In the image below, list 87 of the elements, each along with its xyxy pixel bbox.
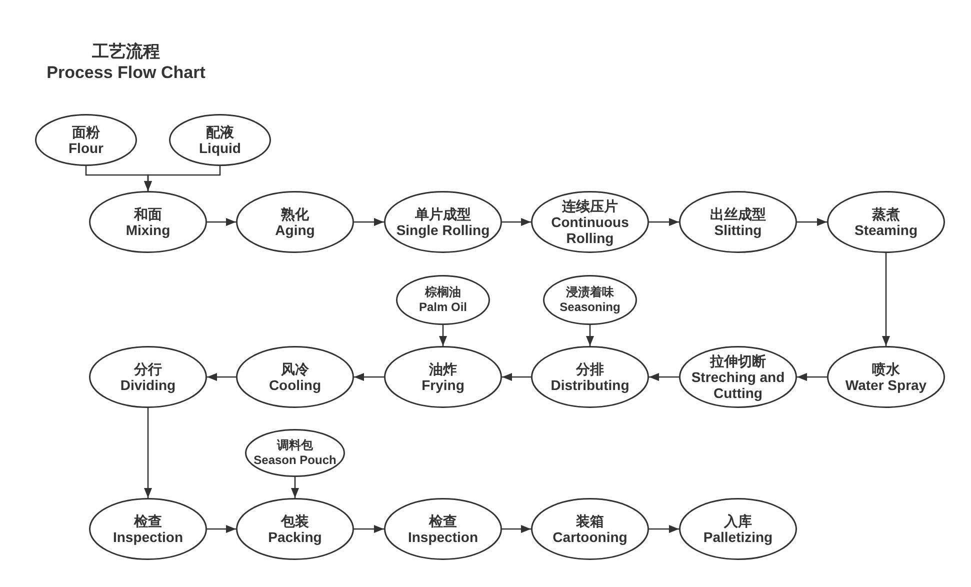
node-label: Inspection bbox=[112, 529, 183, 545]
node-label: 单片成型 bbox=[415, 206, 471, 222]
arrow bbox=[207, 373, 236, 381]
arrow bbox=[882, 253, 890, 346]
arrow bbox=[207, 525, 236, 533]
process-ellipse bbox=[679, 191, 797, 253]
node-label: Inspection bbox=[408, 529, 478, 545]
node-label: Cooling bbox=[268, 377, 322, 393]
node-label: 油炸 bbox=[429, 361, 457, 377]
arrow bbox=[291, 477, 299, 498]
arrow bbox=[354, 525, 384, 533]
node-label: 连续压片 bbox=[562, 198, 618, 214]
process-ellipse bbox=[531, 191, 649, 253]
input-ellipse bbox=[35, 114, 137, 166]
arrow bbox=[649, 218, 679, 226]
arrow bbox=[144, 166, 221, 191]
arrow bbox=[797, 373, 827, 381]
process-ellipse bbox=[384, 191, 502, 253]
arrow bbox=[354, 218, 384, 226]
node-label: Mixing bbox=[126, 222, 170, 238]
node-label: Slitting bbox=[714, 222, 762, 238]
node-label: 分排 bbox=[576, 361, 604, 377]
process-ellipse bbox=[384, 346, 502, 408]
node-label: Water Spray bbox=[845, 377, 927, 393]
node-label: 包装 bbox=[281, 513, 309, 529]
node-label: 和面 bbox=[134, 206, 162, 222]
node-label: 面粉 bbox=[72, 124, 100, 140]
arrow bbox=[649, 525, 679, 533]
node-label: 配液 bbox=[206, 124, 234, 140]
node-label: Frying bbox=[422, 377, 464, 393]
arrow bbox=[439, 325, 447, 346]
arrow bbox=[586, 325, 594, 346]
process-ellipse bbox=[827, 191, 945, 253]
input-ellipse bbox=[169, 114, 271, 166]
node-label: Palm Oil bbox=[418, 300, 468, 315]
input-ellipse bbox=[245, 429, 345, 477]
node-label: Dividing bbox=[120, 377, 176, 393]
node-label: Palletizing bbox=[703, 529, 773, 545]
input-ellipse bbox=[543, 275, 637, 325]
arrow bbox=[502, 218, 531, 226]
input-ellipse bbox=[396, 275, 490, 325]
node-label: 调料包 bbox=[277, 438, 313, 453]
node-label: 喷水 bbox=[872, 361, 900, 377]
chart-title: 工艺流程 Process Flow Chart bbox=[46, 41, 206, 83]
node-label: 检查 bbox=[134, 513, 162, 529]
process-ellipse bbox=[679, 346, 797, 408]
process-ellipse bbox=[89, 346, 207, 408]
node-label: 出丝成型 bbox=[710, 206, 766, 222]
arrow bbox=[502, 373, 531, 381]
process-ellipse bbox=[89, 191, 207, 253]
arrow bbox=[502, 525, 531, 533]
node-label: Aging bbox=[275, 222, 315, 238]
process-ellipse bbox=[236, 498, 354, 560]
process-ellipse bbox=[679, 498, 797, 560]
node-label: Distributing bbox=[550, 377, 630, 393]
process-ellipse bbox=[236, 191, 354, 253]
node-label: Season Pouch bbox=[254, 453, 336, 468]
node-label: Seasoning bbox=[560, 300, 620, 315]
node-label: 分行 bbox=[134, 361, 162, 377]
process-ellipse bbox=[384, 498, 502, 560]
node-label: Single Rolling bbox=[396, 222, 490, 238]
node-label: Packing bbox=[268, 529, 322, 545]
arrow bbox=[144, 408, 152, 498]
process-ellipse bbox=[531, 498, 649, 560]
arrow bbox=[354, 373, 384, 381]
node-label: 拉伸切断 bbox=[710, 353, 766, 369]
node-label: 入库 bbox=[724, 513, 752, 529]
node-label: 蒸煮 bbox=[872, 206, 900, 222]
node-label: Streching and Cutting bbox=[690, 369, 786, 401]
node-label: 检查 bbox=[429, 513, 457, 529]
process-ellipse bbox=[827, 346, 945, 408]
node-label: 风冷 bbox=[281, 361, 309, 377]
node-label: Steaming bbox=[854, 222, 918, 238]
process-ellipse bbox=[89, 498, 207, 560]
node-label: Liquid bbox=[199, 140, 241, 156]
node-label: 棕榈油 bbox=[425, 285, 461, 300]
arrow bbox=[207, 218, 236, 226]
node-label: 浸渍着味 bbox=[566, 285, 614, 300]
process-ellipse bbox=[236, 346, 354, 408]
node-label: Continuous Rolling bbox=[550, 214, 630, 246]
node-label: Cartooning bbox=[552, 529, 628, 545]
process-ellipse bbox=[531, 346, 649, 408]
node-label: 装箱 bbox=[576, 513, 604, 529]
node-label: Flour bbox=[68, 140, 104, 156]
arrow bbox=[797, 218, 827, 226]
node-label: 熟化 bbox=[281, 206, 309, 222]
arrow bbox=[649, 373, 679, 381]
